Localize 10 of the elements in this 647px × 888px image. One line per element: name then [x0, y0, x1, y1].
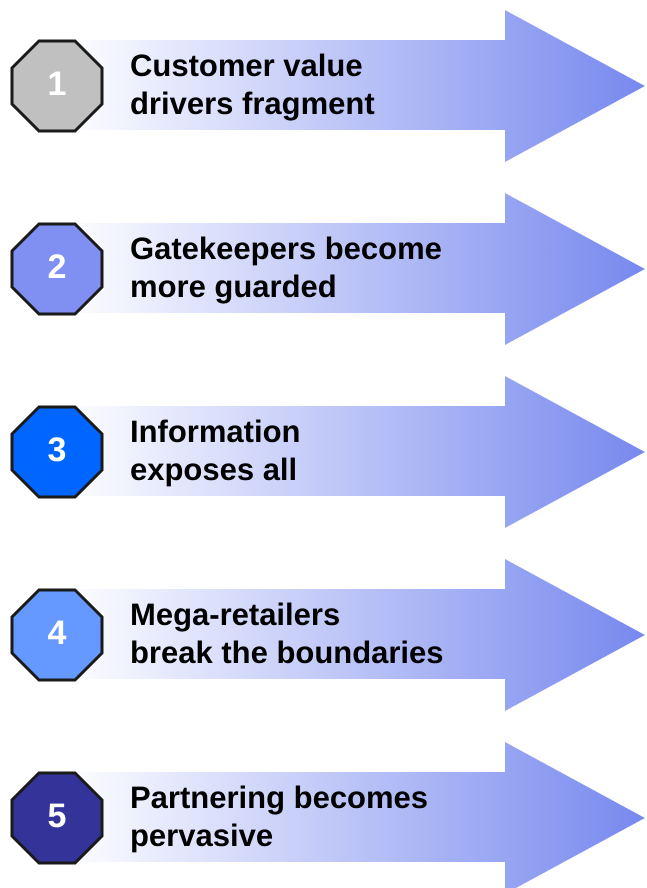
step-number: 5 — [46, 797, 68, 836]
step-number: 4 — [46, 614, 68, 653]
banner-text: Customer value drivers fragment — [130, 47, 375, 123]
step-number: 2 — [46, 248, 68, 287]
step-number: 1 — [46, 65, 68, 104]
banner-text: Information exposes all — [130, 413, 300, 489]
step-number: 3 — [46, 431, 68, 470]
banner-text: Mega-retailers break the boundaries — [130, 596, 444, 672]
banner-text: Partnering becomes pervasive — [130, 779, 428, 855]
banner-text: Gatekeepers become more guarded — [130, 230, 442, 306]
